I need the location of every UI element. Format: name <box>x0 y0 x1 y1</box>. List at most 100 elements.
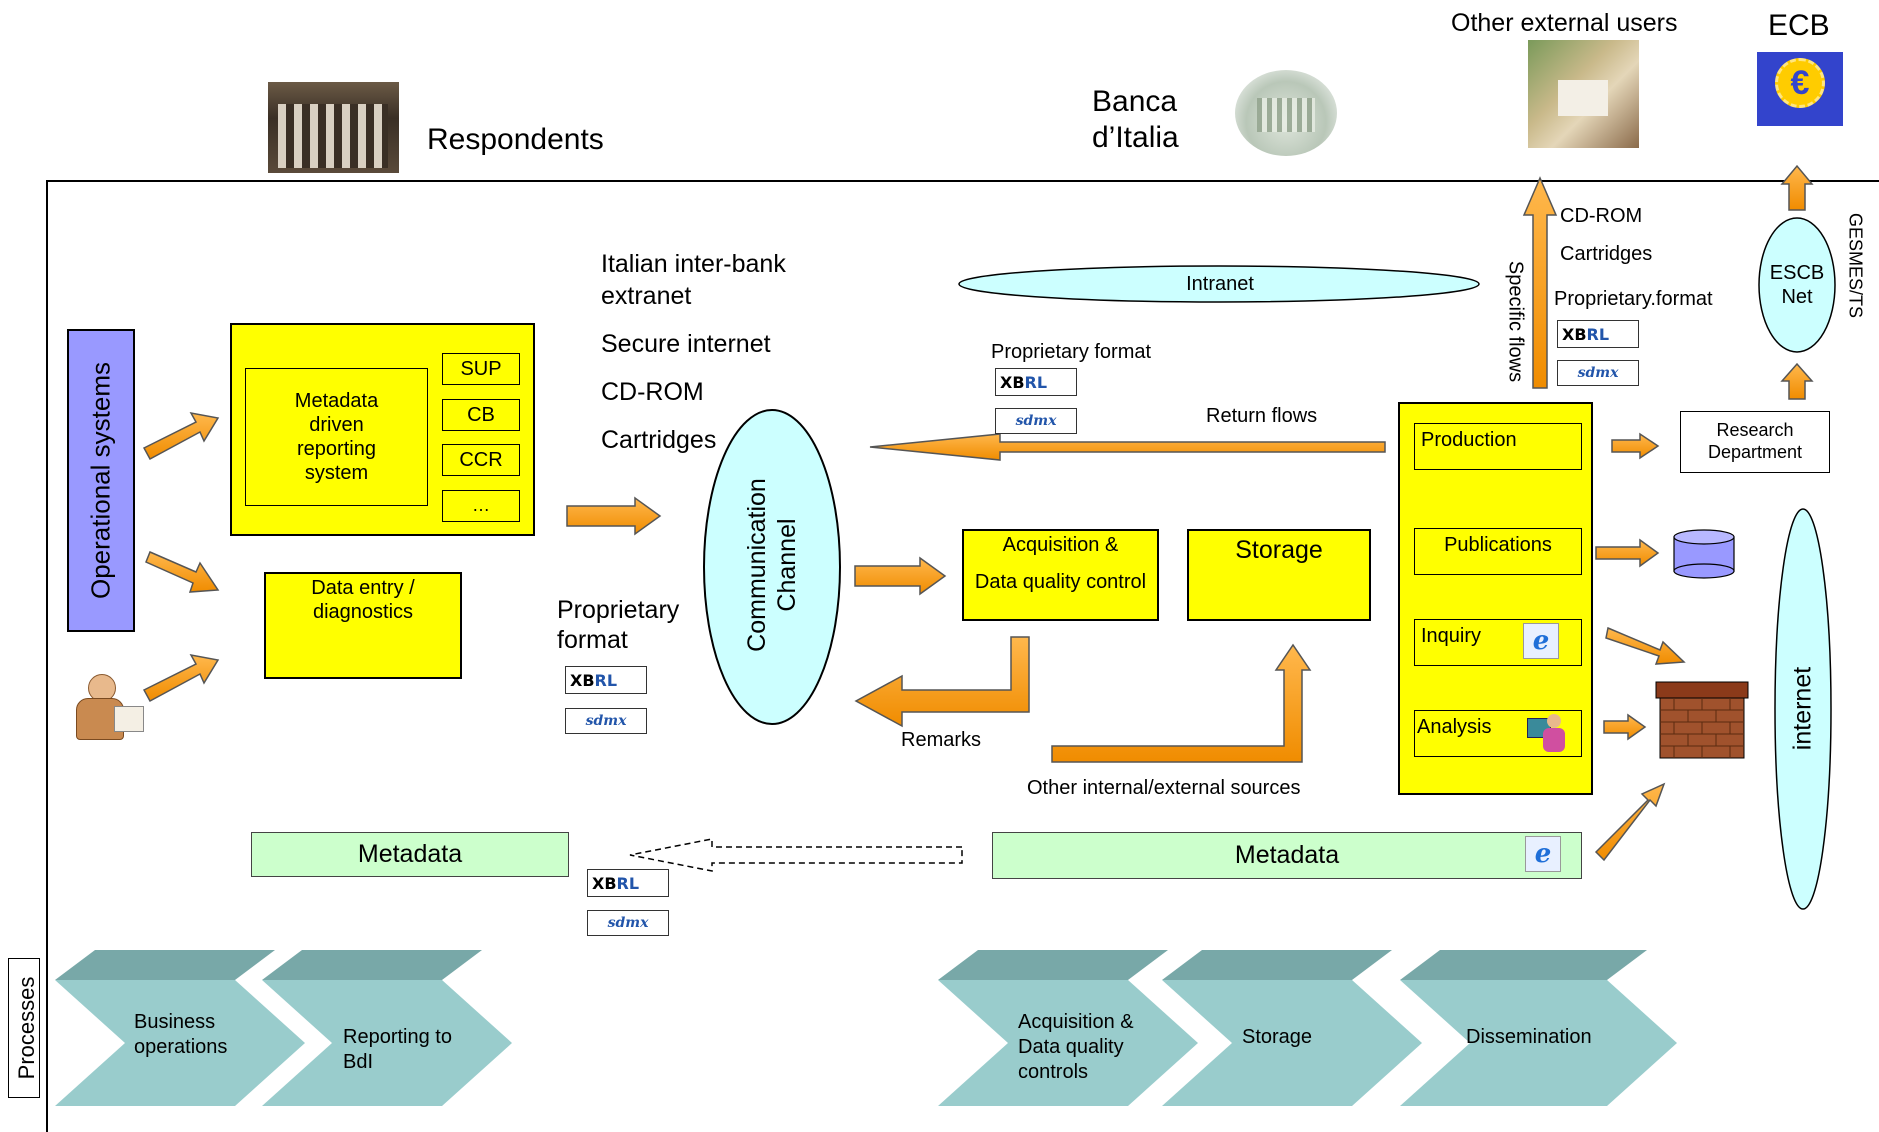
sdmx-logo-center: sdmx <box>995 408 1077 434</box>
sdmx-logo-right: sdmx <box>1557 360 1639 386</box>
arrow-user-to-dataentry <box>142 653 220 703</box>
chevron-business-operations <box>55 980 305 1106</box>
module-sup: SUP <box>442 353 520 385</box>
other-sources-label: Other internal/external sources <box>1027 777 1301 799</box>
arrow-remarks <box>854 636 1030 728</box>
cd-rom-right-label: CD-ROM <box>1560 205 1643 227</box>
sdmx-logo-left: sdmx <box>565 708 647 734</box>
production-box: Production <box>1414 423 1582 470</box>
arrow-to-database <box>1595 538 1660 568</box>
arrow-inquiry-to-firewall <box>1605 626 1686 665</box>
arrow-comm-to-acquisition <box>854 556 947 596</box>
process-step-dissemination: Dissemination <box>1466 1026 1592 1048</box>
xbrl-logo-text: XBRL <box>1562 324 1610 344</box>
analysis-box: Analysis <box>1414 710 1582 757</box>
metadata-reporting-box <box>230 323 535 536</box>
ecb-label: ECB <box>1768 9 1830 42</box>
gesmes-ts-label: GESMES/TS <box>1845 212 1866 319</box>
respondents-photo <box>268 82 399 173</box>
arrow-opsys-to-metadata <box>142 411 220 461</box>
arrow-to-comm-channel <box>566 496 662 536</box>
process-chevrons <box>55 950 1677 1106</box>
module-ccr: CCR <box>442 444 520 476</box>
proprietary-format-right-label: Proprietary.format <box>1554 288 1713 310</box>
arrow-analysis-to-firewall <box>1603 713 1647 741</box>
metadata-driven-reporting-system: Metadata driven reporting system <box>245 368 428 506</box>
intranet-label: Intranet <box>1186 273 1254 295</box>
storage-label: Storage <box>1235 536 1323 564</box>
xbrl-logo-text: XBRL <box>592 873 640 893</box>
xbrl-logo-text: XBRL <box>570 670 618 690</box>
user-at-computer-icon <box>70 670 144 746</box>
xbrl-logo-bottom: XBRL <box>587 869 669 897</box>
flow-arrows <box>142 164 1814 862</box>
metadata-right-box: Metadata <box>992 832 1582 879</box>
arrow-to-research <box>1611 432 1660 460</box>
chevron-reporting <box>262 980 512 1106</box>
metadata-left-box: Metadata <box>251 832 569 877</box>
database-icon <box>1673 529 1735 579</box>
banca-label-line1: Banca <box>1092 85 1178 118</box>
analyst-computer-icon <box>1525 712 1565 754</box>
arrow-other-sources <box>1051 643 1312 763</box>
escb-net-label: ESCB Net <box>1769 262 1825 308</box>
return-flows-label: Return flows <box>1206 405 1318 427</box>
banca-italia-building-image <box>1235 70 1337 156</box>
acquisition-label: Acquisition & Data quality control <box>974 534 1147 593</box>
process-step-business-operations: Business operations <box>134 1011 228 1058</box>
inquiry-box: Inquiry <box>1414 619 1582 666</box>
arrow-specific-flows <box>1522 176 1558 389</box>
internet-ellipse <box>1774 508 1832 910</box>
channel-interbank-line2: extranet <box>601 282 692 310</box>
arrow-return-flows <box>869 433 1386 461</box>
chevron-acquisition <box>938 980 1198 1106</box>
arrow-opsys-to-dataentry <box>145 551 220 593</box>
xbrl-logo-left: XBRL <box>565 666 647 694</box>
firewall-icon <box>1655 681 1749 759</box>
processes-label: Processes <box>14 976 39 1080</box>
channel-interbank-line1: Italian inter-bank <box>601 250 786 278</box>
communication-channel-label: Communication Channel <box>743 478 801 652</box>
arrow-to-escb-net <box>1780 362 1814 400</box>
research-department-box: Research Department <box>1680 411 1830 473</box>
ecb-logo: € <box>1757 52 1843 126</box>
intranet-ellipse <box>958 265 1480 303</box>
other-users-label: Other external users <box>1451 9 1678 37</box>
xbrl-logo-right: XBRL <box>1557 320 1639 348</box>
cartridges-right-label: Cartridges <box>1560 243 1653 265</box>
process-step-acquisition: Acquisition & Data quality controls <box>1018 1011 1134 1083</box>
arrow-metadata-to-firewall <box>1594 782 1666 862</box>
escb-net-ellipse <box>1758 217 1836 353</box>
other-users-image <box>1528 40 1639 148</box>
communication-channel-ellipse <box>703 409 841 725</box>
metadata-dashed-arrow <box>629 838 963 872</box>
process-step-storage: Storage <box>1242 1026 1313 1048</box>
arrow-escb-to-ecb <box>1780 164 1814 211</box>
chevron-reporting-top <box>262 950 482 980</box>
operational-systems-box <box>67 329 135 632</box>
proprietary-format-center-label: Proprietary format <box>991 341 1152 363</box>
specific-flows-label: Specific flows <box>1504 260 1527 383</box>
respondents-label: Respondents <box>427 123 604 156</box>
chevron-dissemination <box>1400 980 1677 1106</box>
module-more: … <box>442 490 520 522</box>
banca-label-line2: d’Italia <box>1092 121 1179 154</box>
channel-cd-rom: CD-ROM <box>601 378 704 406</box>
process-step-reporting: Reporting to BdI <box>343 1026 452 1073</box>
channel-cartridges: Cartridges <box>601 426 717 454</box>
euro-icon: € <box>1775 58 1825 108</box>
data-entry-label: Data entry / diagnostics <box>311 577 415 623</box>
chevron-dissemination-top <box>1400 950 1647 980</box>
publications-box: Publications <box>1414 528 1582 575</box>
internet-explorer-icon-metadata: e <box>1525 836 1561 872</box>
chevron-storage <box>1162 980 1422 1106</box>
chevron-storage-top <box>1162 950 1392 980</box>
xbrl-logo-text: XBRL <box>1000 372 1048 392</box>
sdmx-logo-bottom: sdmx <box>587 910 669 936</box>
data-entry-box <box>264 572 462 679</box>
module-cb: CB <box>442 399 520 431</box>
operational-systems-label: Operational systems <box>85 362 116 599</box>
proprietary-format-left-label: Proprietary format <box>557 596 680 654</box>
